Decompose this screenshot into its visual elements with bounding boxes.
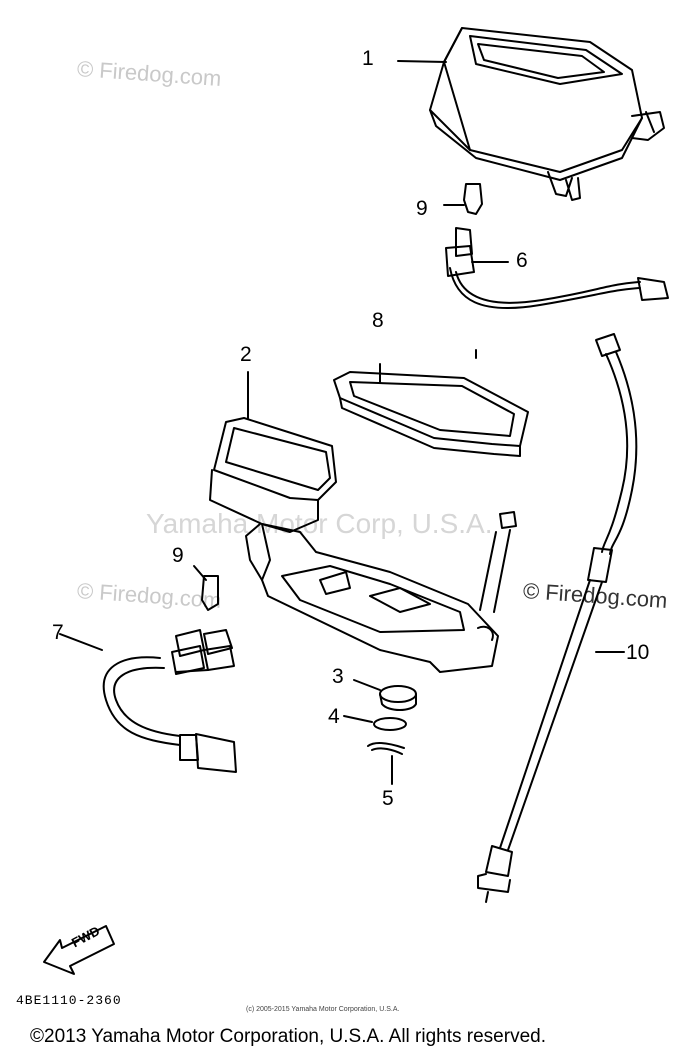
label-part-8: 8 bbox=[372, 309, 384, 332]
label-part-4: 4 bbox=[328, 705, 340, 728]
label-part-9-top: 9 bbox=[416, 197, 428, 220]
clip-part-5 bbox=[367, 741, 405, 785]
small-copyright: (c) 2005-2015 Yamaha Motor Corporation, … bbox=[246, 1006, 400, 1013]
label-part-9-bottom: 9 bbox=[172, 544, 184, 567]
label-part-3: 3 bbox=[332, 665, 344, 688]
label-part-5: 5 bbox=[382, 787, 394, 810]
lamp-harness-part-7 bbox=[59, 629, 237, 773]
diagram-code: 4BE1110-2360 bbox=[16, 993, 122, 1008]
label-part-6: 6 bbox=[516, 249, 528, 272]
label-part-1: 1 bbox=[362, 47, 374, 70]
meter-cable-part-10 bbox=[477, 333, 638, 903]
mounting-bolt bbox=[479, 511, 517, 613]
grommet-part-3 bbox=[353, 679, 417, 711]
bulb-part-9-bottom bbox=[193, 565, 219, 611]
yamaha-watermark: Yamaha Motor Corp, U.S.A. bbox=[146, 508, 493, 539]
gasket-part-8 bbox=[333, 363, 529, 457]
footer-copyright: ©2013 Yamaha Motor Corporation, U.S.A. A… bbox=[30, 1026, 546, 1047]
washer-part-4 bbox=[343, 715, 407, 731]
label-part-2: 2 bbox=[240, 343, 252, 366]
socket-cord-part-6 bbox=[445, 227, 669, 309]
label-part-7: 7 bbox=[52, 621, 64, 644]
bulb-part-9-top bbox=[443, 183, 483, 215]
meter-bracket bbox=[245, 523, 499, 673]
meter-assembly-part-1 bbox=[429, 27, 665, 201]
meter-case-part-2 bbox=[209, 371, 337, 533]
label-part-10: 10 bbox=[626, 641, 650, 664]
fwd-arrow bbox=[43, 925, 115, 975]
